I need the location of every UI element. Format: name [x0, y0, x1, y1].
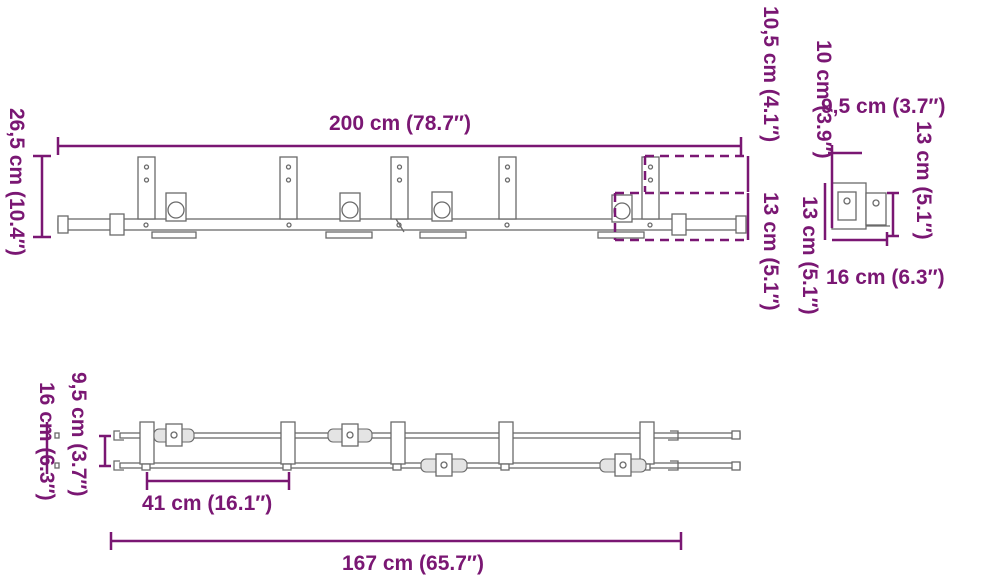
dim-rail-offset	[643, 154, 750, 192]
hanger-strap-3	[390, 156, 409, 233]
front-view-hardware	[57, 156, 747, 239]
top-inner-width-label: 9,5 cm (3.7″)	[67, 372, 90, 496]
dim-top-inner-width	[99, 434, 111, 468]
dim-top-outer-width	[45, 422, 60, 474]
dim-detail-width-bottom	[832, 232, 889, 246]
span-length-label: 167 cm (65.7″)	[342, 552, 484, 575]
hanger-strap-1	[137, 156, 197, 239]
wheel-4	[597, 194, 645, 239]
detail-width-top-label: 9,5 cm (3.7″)	[821, 95, 945, 118]
top-hanger-2	[280, 421, 296, 471]
dim-detail-height-right	[887, 191, 899, 238]
wheel-3	[419, 191, 467, 239]
detail-hardware	[831, 182, 890, 230]
dim-span-length	[109, 532, 683, 550]
detail-height-top-label: 10 cm (3.9″)	[812, 40, 835, 159]
hanger-strap-2	[279, 156, 298, 220]
dim-rail-length	[56, 137, 743, 155]
hanger-strap-4	[498, 156, 517, 220]
top-hanger-1	[139, 421, 155, 471]
hanger-height-label: 13 cm (5.1″)	[759, 192, 782, 311]
hanger-spacing-label: 41 cm (16.1″)	[142, 492, 272, 515]
total-height-label: 26,5 cm (10.4″)	[5, 108, 28, 256]
top-view-hardware	[113, 421, 741, 477]
dim-hanger-spacing	[145, 472, 291, 490]
top-roller-2	[327, 423, 373, 447]
rail-screws	[143, 222, 653, 228]
wheel-1	[165, 192, 187, 222]
rail-offset-label: 10,5 cm (4.1″)	[759, 6, 782, 142]
top-roller-1	[153, 423, 195, 447]
detail-height-left-label: 13 cm (5.1″)	[798, 196, 821, 315]
dim-total-height	[33, 154, 51, 239]
dim-detail-height-top	[828, 145, 862, 228]
top-outer-width-label: 16 cm (6.3″)	[35, 382, 58, 501]
detail-width-bottom-label: 16 cm (6.3″)	[826, 266, 945, 289]
wheel-2	[325, 192, 373, 239]
top-hanger-3	[390, 421, 406, 471]
top-hanger-4	[498, 421, 514, 471]
detail-height-right-label: 13 cm (5.1″)	[912, 121, 935, 240]
rail-length-label: 200 cm (78.7″)	[329, 112, 471, 135]
dim-hanger-height	[613, 191, 750, 242]
top-roller-3	[420, 453, 468, 477]
top-roller-4	[599, 453, 647, 477]
